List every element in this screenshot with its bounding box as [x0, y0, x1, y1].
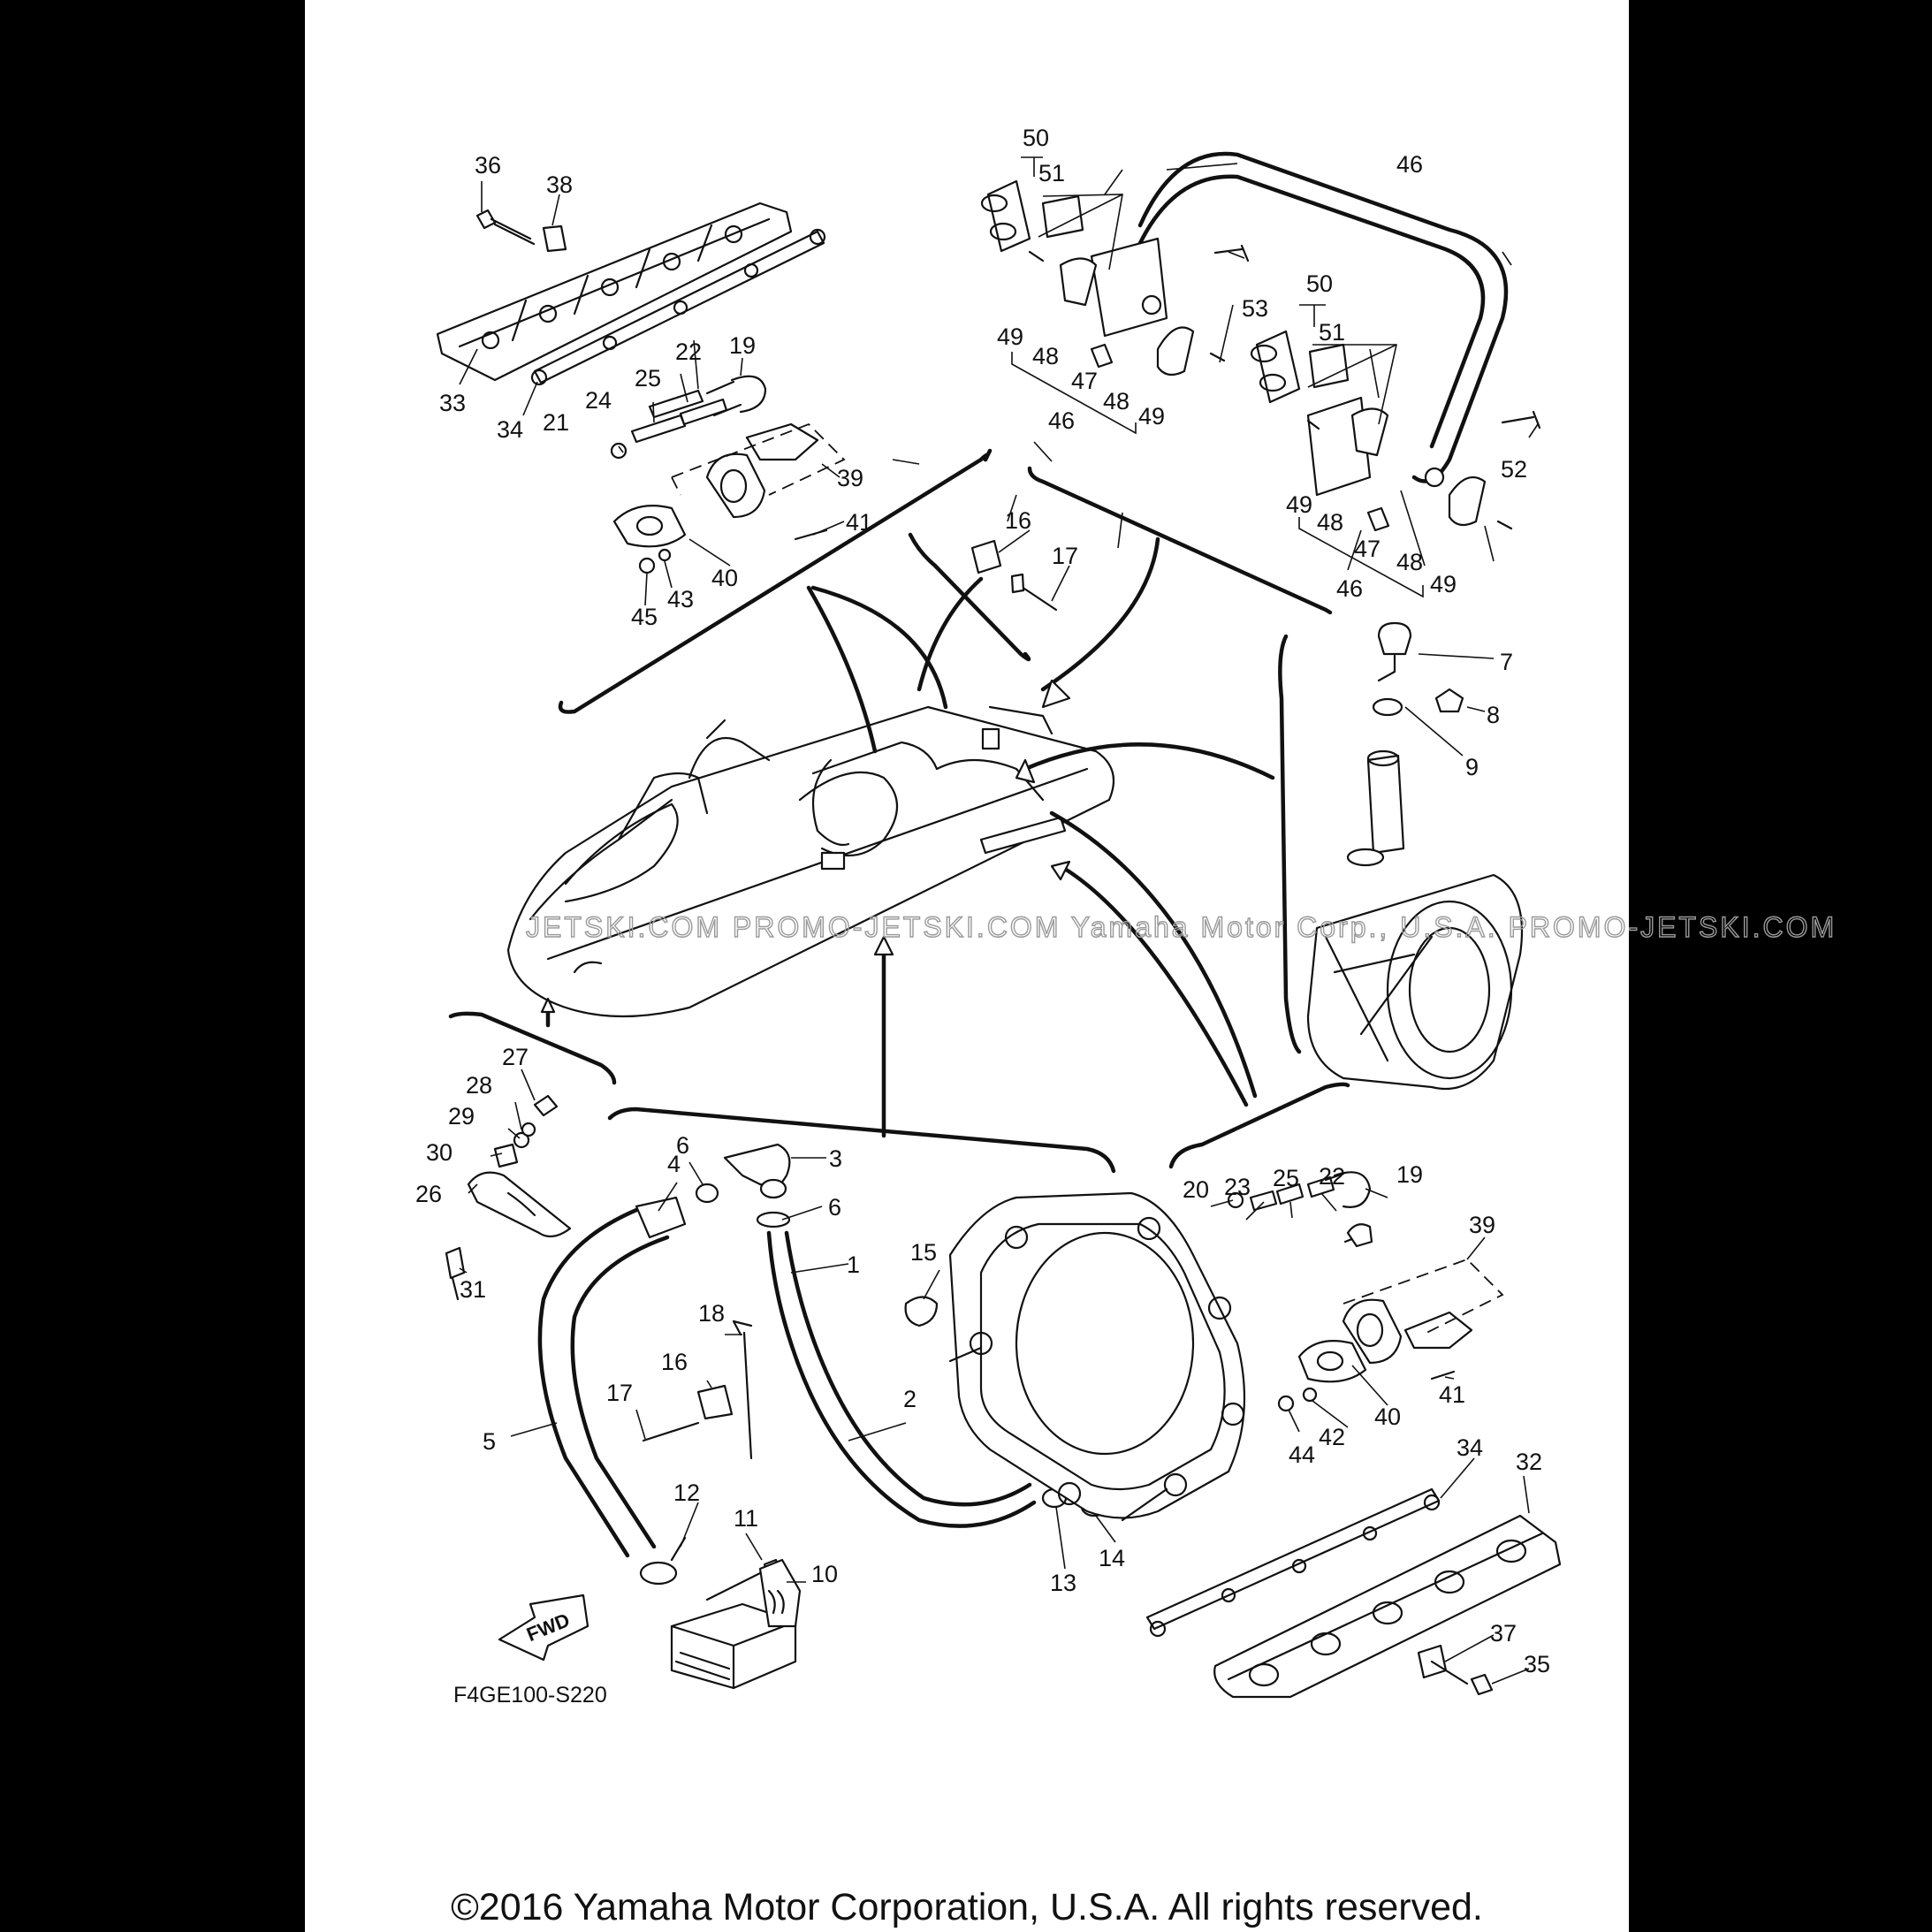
- callout: 22: [675, 338, 702, 365]
- callout: 24: [585, 387, 612, 414]
- callout: 11: [734, 1505, 758, 1532]
- callout: 5: [483, 1428, 496, 1455]
- callout: 39: [1469, 1212, 1495, 1238]
- callout: 48: [1103, 388, 1130, 415]
- callout: 26: [415, 1181, 442, 1207]
- callout: 1: [847, 1251, 860, 1278]
- callout: 19: [729, 332, 756, 359]
- callout: 48: [1032, 343, 1059, 369]
- callout: 17: [1052, 543, 1078, 569]
- callout: 16: [1005, 507, 1031, 534]
- callout: 8: [1487, 702, 1500, 728]
- callout: 38: [546, 171, 573, 198]
- callout: 32: [1516, 1449, 1542, 1475]
- callout: 34: [1457, 1434, 1483, 1461]
- hose-and-fasteners-bottom-left: [445, 1094, 1108, 1690]
- callout: 30: [426, 1139, 453, 1166]
- callout: 12: [673, 1479, 700, 1506]
- callout: 34: [497, 416, 523, 443]
- intake-grate-plate: [948, 1191, 1246, 1522]
- callout: 50: [1306, 270, 1333, 297]
- callout: 44: [1289, 1441, 1315, 1468]
- callout: 48: [1396, 549, 1423, 575]
- callout: 20: [1183, 1176, 1209, 1203]
- callout: 21: [543, 409, 569, 436]
- callout: 37: [1490, 1620, 1517, 1647]
- callout: 51: [1038, 160, 1065, 186]
- clip-and-rivet-center: [970, 539, 1058, 612]
- callout: 19: [1396, 1161, 1423, 1188]
- callout: 25: [635, 365, 661, 392]
- callout: 49: [1138, 403, 1165, 430]
- callout: 49: [1286, 491, 1312, 518]
- callout: 40: [1374, 1403, 1401, 1430]
- callout: 15: [910, 1239, 937, 1266]
- callout: 35: [1524, 1651, 1550, 1677]
- callout: 43: [667, 586, 694, 612]
- callout: 33: [439, 390, 466, 416]
- callout: 25: [1273, 1165, 1299, 1191]
- callout: 50: [1023, 125, 1049, 151]
- callout: 48: [1317, 509, 1343, 536]
- grouping-braces: [448, 448, 1350, 1174]
- callout: 17: [606, 1380, 633, 1406]
- callout: 13: [1050, 1570, 1076, 1596]
- callout-labels: 36 38 33 34 21 24 25 22 19 39 41 40 43 4…: [415, 125, 1550, 1677]
- callout: 9: [1465, 754, 1479, 780]
- callout-leaders: [459, 163, 1539, 1685]
- callout: 45: [631, 604, 658, 630]
- callout: 47: [1354, 536, 1381, 562]
- watercraft-hull: [506, 705, 1115, 1018]
- callout: 23: [1224, 1174, 1251, 1200]
- grab-handle-assembly-top-right: [980, 151, 1541, 598]
- callout: 39: [837, 465, 863, 491]
- callout: 47: [1071, 368, 1098, 394]
- callout: 46: [1336, 575, 1363, 602]
- callout: 6: [676, 1132, 689, 1159]
- callout: 46: [1048, 407, 1075, 434]
- callout: 40: [711, 565, 738, 591]
- callout: 53: [1242, 295, 1268, 322]
- watermark: JETSKI.COM PROMO-JETSKI.COM Yamaha Motor…: [526, 911, 1837, 943]
- callout: 46: [1396, 151, 1423, 178]
- callout: 41: [1439, 1381, 1465, 1408]
- jet-pump-housing: [1306, 621, 1524, 1091]
- callout: 42: [1319, 1424, 1345, 1450]
- assembly-arrows: [540, 536, 1275, 1138]
- callout: 3: [829, 1145, 842, 1172]
- callout: 10: [811, 1561, 838, 1587]
- callout: 41: [846, 509, 872, 536]
- rail-cover-assembly-bottom-right: [1145, 1171, 1562, 1699]
- callout: 36: [475, 152, 501, 179]
- rail-cover-assembly-top-left: [436, 202, 846, 574]
- callout: 14: [1099, 1545, 1125, 1571]
- callout: 51: [1319, 319, 1345, 346]
- callout: 49: [1430, 571, 1457, 597]
- callout: 2: [903, 1386, 917, 1412]
- copyright-notice: ©2016 Yamaha Motor Corporation, U.S.A. A…: [451, 1886, 1483, 1928]
- callout: 16: [661, 1349, 688, 1375]
- callout: 22: [1319, 1163, 1345, 1190]
- callout: 52: [1501, 456, 1527, 483]
- callout: 49: [997, 323, 1023, 350]
- callout: 27: [502, 1044, 529, 1070]
- callout: 28: [466, 1072, 492, 1099]
- callout: 4: [667, 1151, 681, 1177]
- callout: 7: [1500, 649, 1513, 675]
- callout: 18: [698, 1300, 725, 1327]
- callout: 31: [460, 1276, 486, 1303]
- callout: 29: [448, 1103, 475, 1130]
- diagram-code: F4GE100-S220: [453, 1683, 607, 1708]
- callout: 6: [828, 1194, 841, 1221]
